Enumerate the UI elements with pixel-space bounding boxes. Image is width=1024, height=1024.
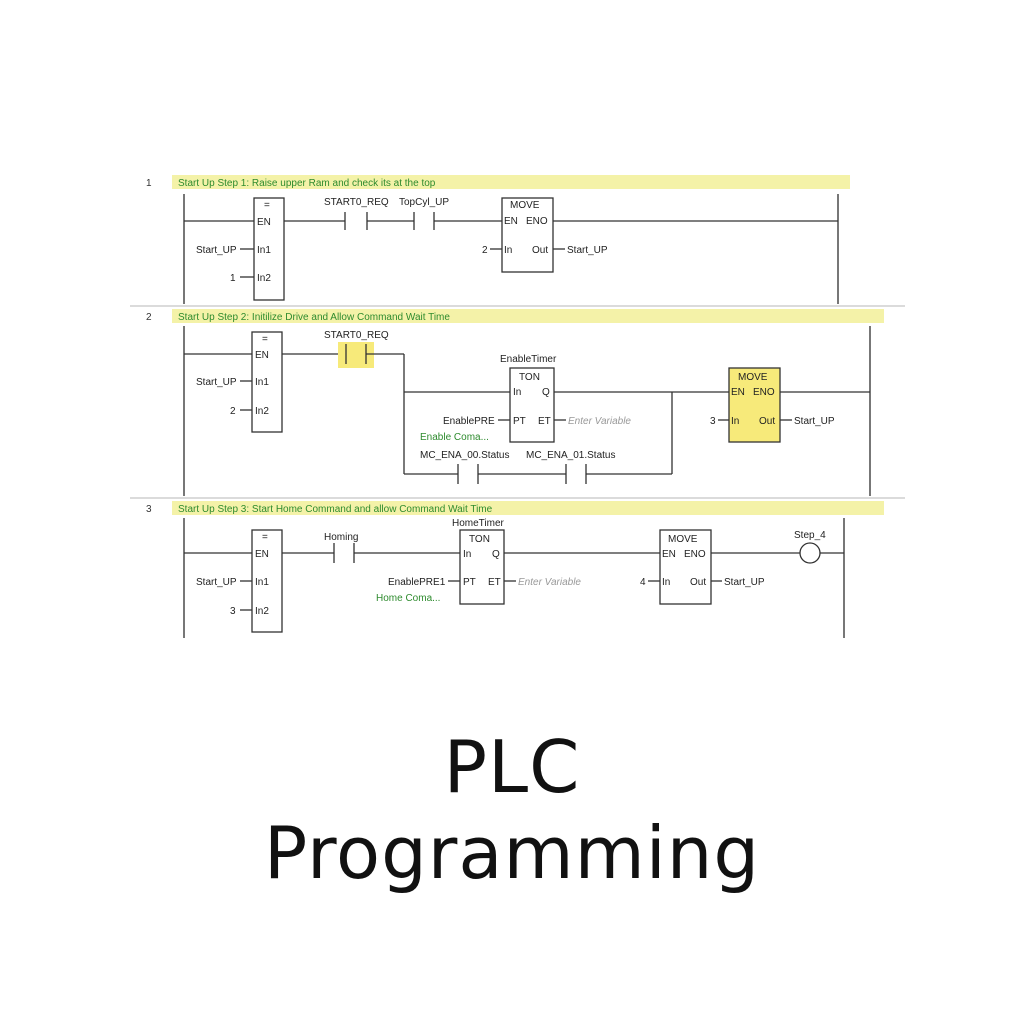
page-title-line-2: Programming <box>263 811 761 895</box>
move-out-variable[interactable]: Start_UP <box>794 416 835 427</box>
rung-comment: Start Up Step 1: Raise upper Ram and che… <box>178 178 436 189</box>
move-out: Out <box>532 245 548 256</box>
compare-in2-value[interactable]: 1 <box>230 273 236 284</box>
compare-in2-value[interactable]: 2 <box>230 406 236 417</box>
compare-in2: In2 <box>255 606 269 617</box>
timer-instance: EnableTimer <box>500 354 557 365</box>
contact-label: START0_REQ <box>324 197 389 208</box>
move-block[interactable]: MOVE EN ENO In Out <box>659 529 712 605</box>
move-out: Out <box>759 416 775 427</box>
coil-label: Step_4 <box>794 530 826 541</box>
rung-number: 3 <box>146 504 152 515</box>
compare-en: EN <box>257 217 271 228</box>
compare-in1: In1 <box>255 577 269 588</box>
compare-en: EN <box>255 549 269 560</box>
timer-et: ET <box>488 577 501 588</box>
compare-operator: = <box>264 200 270 211</box>
rung-comment-bar <box>172 309 884 323</box>
page-title: PLC Programming <box>0 724 1024 896</box>
rung-comment-bar <box>172 175 850 189</box>
compare-en: EN <box>255 350 269 361</box>
move-in-value[interactable]: 2 <box>482 245 488 256</box>
timer-et: ET <box>538 416 551 427</box>
rung-2: 2 Start Up Step 2: Initilize Drive and A… <box>146 309 884 496</box>
contact-start0-req[interactable]: START0_REQ <box>324 330 389 368</box>
rung-comment: Start Up Step 3: Start Home Command and … <box>178 504 493 515</box>
contact-start0-req[interactable]: START0_REQ <box>324 197 389 230</box>
timer-type: TON <box>519 372 540 383</box>
move-eno: ENO <box>753 387 775 398</box>
contact-label: Homing <box>324 532 358 543</box>
move-out-variable[interactable]: Start_UP <box>724 577 765 588</box>
compare-operator: = <box>262 532 268 543</box>
timer-block-hometimer[interactable]: HomeTimer TON In Q PT ET <box>452 518 505 605</box>
move-in: In <box>504 245 512 256</box>
compare-in1-variable[interactable]: Start_UP <box>196 577 237 588</box>
timer-et-variable[interactable]: Enter Variable <box>568 416 631 427</box>
move-block-name: MOVE <box>668 534 698 545</box>
move-block-name: MOVE <box>510 200 540 211</box>
compare-in1-variable[interactable]: Start_UP <box>196 377 237 388</box>
timer-in: In <box>463 549 471 560</box>
page-title-line-1: PLC <box>443 725 581 809</box>
timer-q: Q <box>542 387 550 398</box>
timer-pt: PT <box>463 577 476 588</box>
contact-label: TopCyl_UP <box>399 197 449 208</box>
rung-comment: Start Up Step 2: Initilize Drive and All… <box>178 312 450 323</box>
contact-homing[interactable]: Homing <box>324 532 358 563</box>
contact-label: START0_REQ <box>324 330 389 341</box>
compare-block[interactable]: = EN In1 In2 <box>251 529 283 633</box>
timer-pt-comment: Home Coma... <box>376 593 440 604</box>
compare-block[interactable]: = EN In1 In2 <box>251 331 283 433</box>
move-en: EN <box>662 549 676 560</box>
coil-icon <box>799 542 821 564</box>
rung-1: 1 Start Up Step 1: Raise upper Ram and c… <box>146 175 850 304</box>
contact-label: MC_ENA_00.Status <box>420 450 510 461</box>
compare-in2: In2 <box>257 273 271 284</box>
contact-label: MC_ENA_01.Status <box>526 450 616 461</box>
compare-in2: In2 <box>255 406 269 417</box>
move-in-value[interactable]: 4 <box>640 577 646 588</box>
move-in: In <box>662 577 670 588</box>
move-eno: ENO <box>526 216 548 227</box>
move-in: In <box>731 416 739 427</box>
move-block[interactable]: MOVE EN ENO In Out <box>728 367 781 443</box>
compare-block[interactable]: = EN In1 In2 <box>253 197 285 301</box>
compare-in1: In1 <box>255 377 269 388</box>
compare-in1-variable[interactable]: Start_UP <box>196 245 237 256</box>
contact-topcyl-up[interactable]: TopCyl_UP <box>399 197 449 230</box>
move-in-value[interactable]: 3 <box>710 416 716 427</box>
coil-step-4[interactable]: Step_4 <box>794 530 826 564</box>
move-out: Out <box>690 577 706 588</box>
move-out-variable[interactable]: Start_UP <box>567 245 608 256</box>
compare-in2-value[interactable]: 3 <box>230 606 236 617</box>
move-en: EN <box>504 216 518 227</box>
timer-instance: HomeTimer <box>452 518 505 529</box>
contact-mc-ena-00-status[interactable]: MC_ENA_00.Status <box>420 450 510 484</box>
compare-in1: In1 <box>257 245 271 256</box>
timer-type: TON <box>469 534 490 545</box>
rung-3: 3 Start Up Step 3: Start Home Command an… <box>146 501 884 638</box>
timer-pt-comment: Enable Coma... <box>420 432 489 443</box>
timer-et-variable[interactable]: Enter Variable <box>518 577 581 588</box>
timer-pt-variable[interactable]: EnablePRE <box>443 416 495 427</box>
compare-operator: = <box>262 334 268 345</box>
rung-comment-bar <box>172 501 884 515</box>
move-eno: ENO <box>684 549 706 560</box>
timer-in: In <box>513 387 521 398</box>
timer-pt-variable[interactable]: EnablePRE1 <box>388 577 446 588</box>
move-block[interactable]: MOVE EN ENO In Out <box>501 197 554 273</box>
timer-block-enabletimer[interactable]: EnableTimer TON In Q PT ET <box>500 354 557 443</box>
move-block-name: MOVE <box>738 372 768 383</box>
rung-number: 1 <box>146 178 152 189</box>
timer-q: Q <box>492 549 500 560</box>
contact-mc-ena-01-status[interactable]: MC_ENA_01.Status <box>526 450 616 484</box>
timer-pt: PT <box>513 416 526 427</box>
rung-number: 2 <box>146 312 152 323</box>
move-en: EN <box>731 387 745 398</box>
